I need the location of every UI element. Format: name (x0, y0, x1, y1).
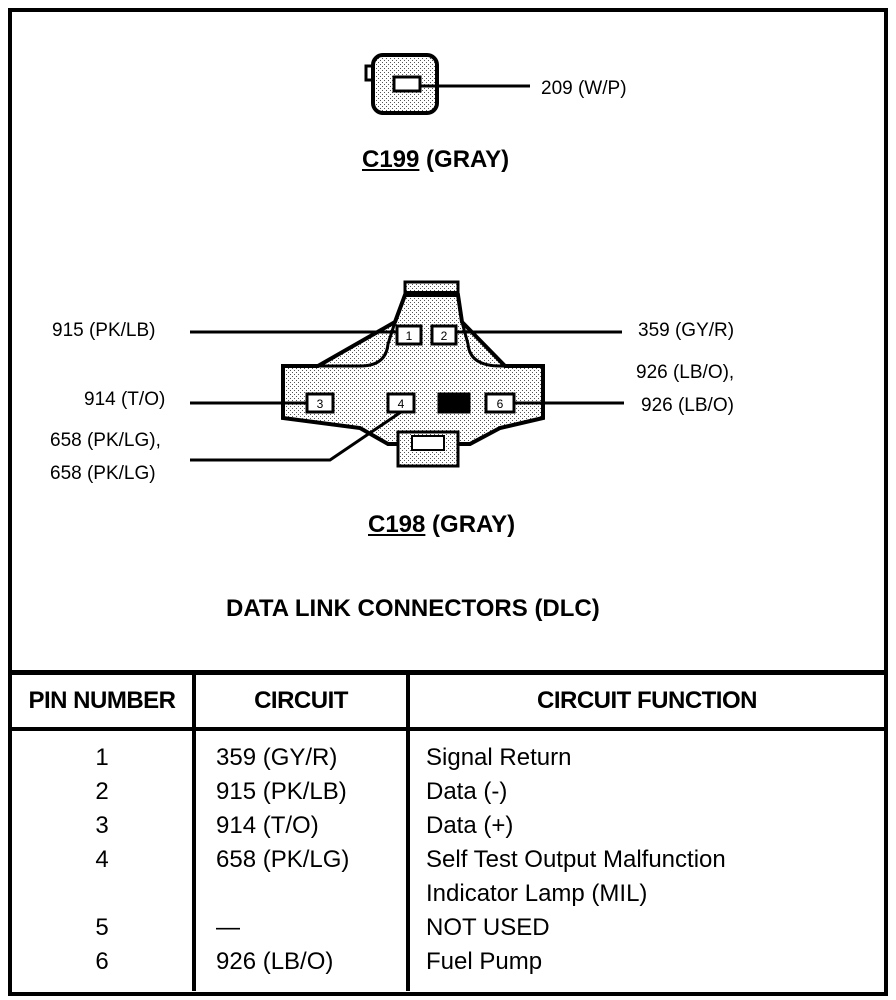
header-circuit-function: CIRCUIT FUNCTION (408, 675, 884, 731)
function-cell: Indicator Lamp (MIL) (426, 880, 648, 907)
wire-label-915: 915 (PK/LB) (52, 320, 156, 341)
pin-6: 6 (484, 392, 516, 414)
table-row: 1 359 (GY/R) Signal Return (12, 729, 884, 775)
function-cell: Self Test Output Malfunction (426, 846, 726, 873)
circuit-cell: — (194, 911, 410, 945)
table-header-row: PIN NUMBER CIRCUIT CIRCUIT FUNCTION (12, 675, 884, 731)
c198-title-code: C198 (368, 511, 426, 538)
c198-connector (281, 280, 545, 468)
pin-cell: 5 (12, 911, 196, 945)
pin-cell: 3 (12, 809, 196, 843)
pin-4-label: 4 (398, 397, 405, 411)
pin-6-label: 6 (497, 397, 504, 411)
diagram-frame (8, 8, 888, 996)
pin-1-label: 1 (406, 329, 413, 343)
table-row: Indicator Lamp (MIL) (12, 877, 884, 911)
wire-label-926-b: 926 (LB/O) (641, 395, 734, 416)
c199-title: C199 (GRAY) (362, 148, 509, 172)
table-row: 3 914 (T/O) Data (+) (12, 809, 884, 843)
connector-diagram: 1 2 3 4 5 6 (190, 53, 624, 468)
pin-2-label: 2 (441, 329, 448, 343)
function-cell: Signal Return (426, 744, 572, 771)
table-row: 4 658 (PK/LG) Self Test Output Malfuncti… (12, 843, 884, 877)
table-row: 2 915 (PK/LB) Data (-) (12, 775, 884, 809)
table-top-rule (12, 670, 884, 675)
pin-4: 4 (386, 392, 416, 414)
header-circuit: CIRCUIT (194, 675, 410, 731)
wire-label-658-a: 658 (PK/LG), (50, 430, 161, 451)
c198-title-color: (GRAY) (432, 511, 516, 538)
pin-2: 2 (430, 324, 458, 346)
leader-lines (190, 330, 624, 462)
circuit-cell: 914 (T/O) (194, 809, 410, 843)
pin-cell (12, 877, 196, 911)
pin-5-label: 5 (451, 397, 458, 411)
table-row: 6 926 (LB/O) Fuel Pump (12, 945, 884, 991)
wire-label-658-b: 658 (PK/LG) (50, 463, 156, 484)
function-cell: Fuel Pump (426, 948, 543, 975)
function-cell: Data (-) (426, 778, 508, 805)
diagram-title: DATA LINK CONNECTORS (DLC) (226, 595, 600, 622)
pin-cell: 2 (12, 775, 196, 809)
circuit-cell (194, 877, 410, 911)
wire-label-926-a: 926 (LB/O), (636, 362, 735, 383)
circuit-cell: 359 (GY/R) (194, 729, 410, 775)
pin-5: 5 (437, 392, 471, 414)
c199-wire-label: 209 (W/P) (541, 78, 627, 99)
function-cell: Data (+) (426, 812, 514, 839)
function-cell: NOT USED (426, 914, 550, 941)
c199-connector (364, 53, 530, 115)
table-row: 5 — NOT USED (12, 911, 884, 945)
circuit-cell: 658 (PK/LG) (194, 843, 410, 877)
pin-cell: 1 (12, 729, 196, 775)
wire-label-359: 359 (GY/R) (638, 320, 735, 341)
c199-title-color: (GRAY) (426, 146, 510, 173)
pin-3: 3 (305, 392, 335, 414)
c199-title-code: C199 (362, 146, 420, 173)
pin-3-label: 3 (317, 397, 324, 411)
c198-title: C198 (GRAY) (368, 513, 515, 537)
circuit-cell: 926 (LB/O) (194, 945, 410, 991)
pin-table: PIN NUMBER CIRCUIT CIRCUIT FUNCTION 1 35… (12, 675, 884, 991)
wire-label-914: 914 (T/O) (84, 389, 166, 410)
pin-1: 1 (395, 324, 423, 346)
header-pin-number: PIN NUMBER (12, 675, 196, 731)
pin-cell: 6 (12, 945, 196, 991)
pin-cell: 4 (12, 843, 196, 877)
circuit-cell: 915 (PK/LB) (194, 775, 410, 809)
